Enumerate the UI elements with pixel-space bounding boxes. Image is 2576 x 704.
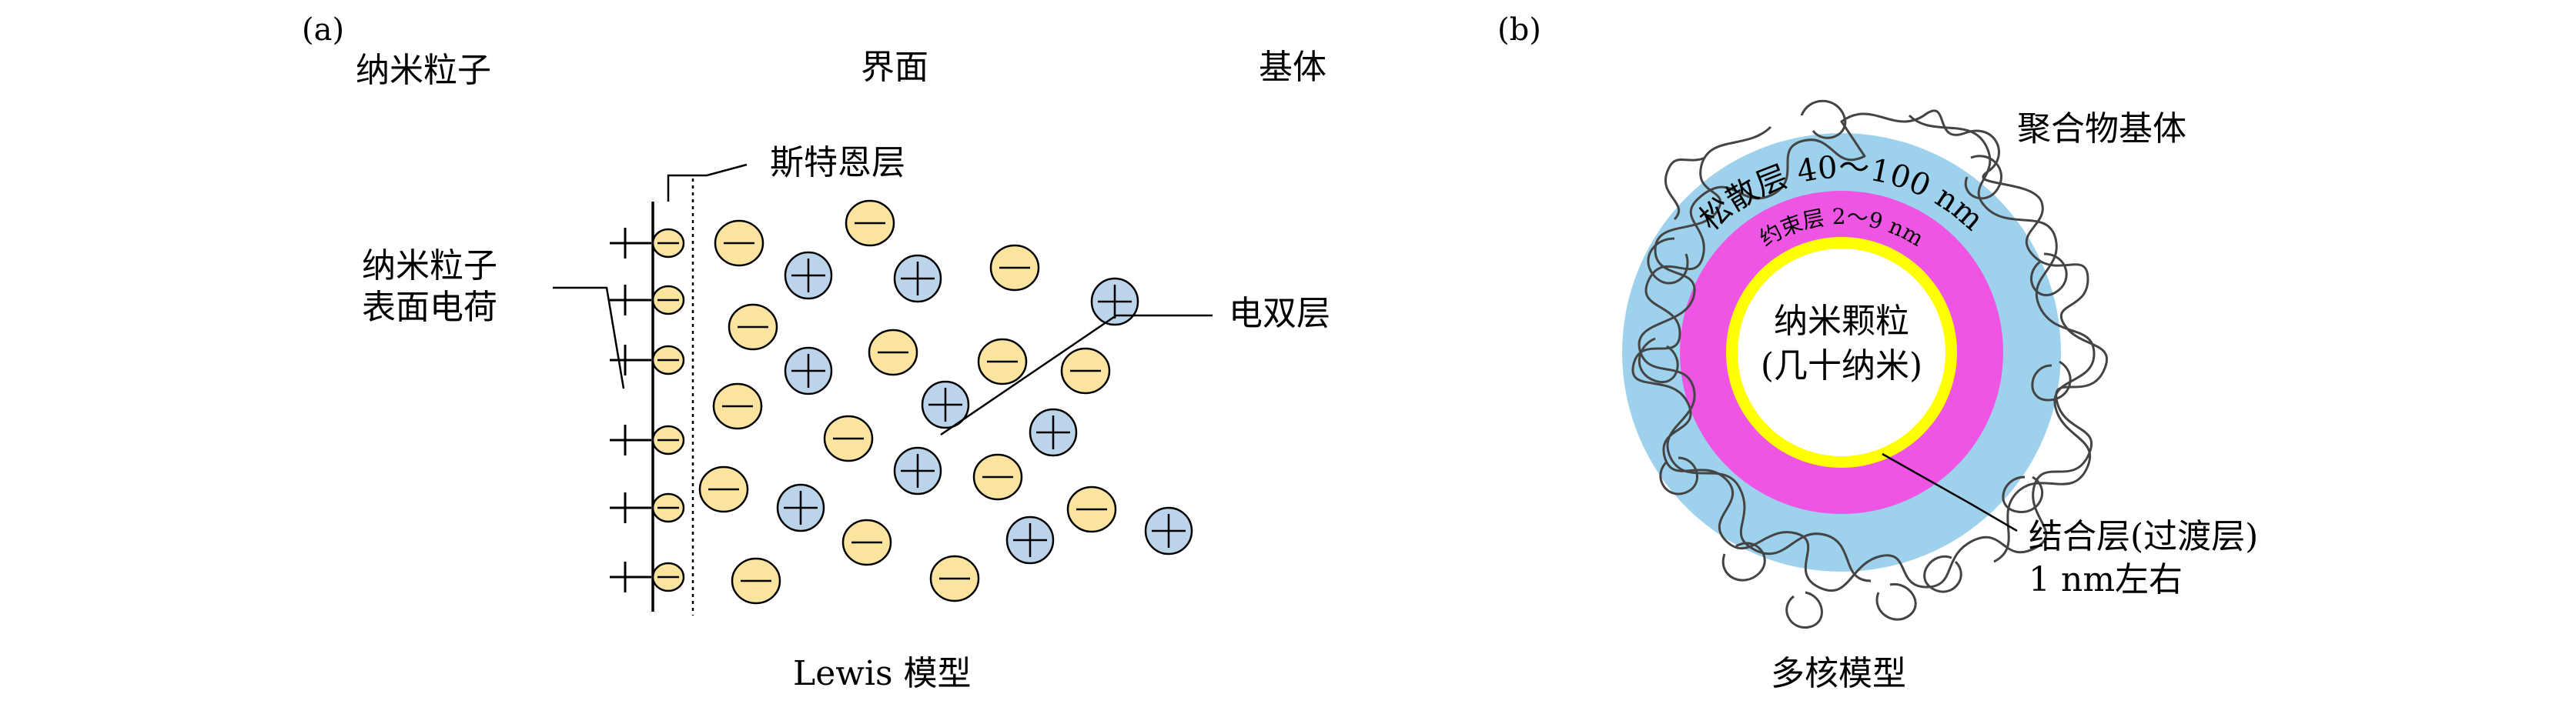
- column-label-matrix: 基体: [1259, 48, 1326, 87]
- surface-charge-plus: [610, 492, 651, 523]
- panel-b-multi-core-model: (b) 松散层 40～100 nm 约束层 2～9 nm 纳米颗粒 (几十纳米): [1497, 12, 2258, 693]
- panel-a-tag: (a): [302, 12, 344, 48]
- double-layer-label: 电双层: [1229, 294, 1330, 333]
- surface-charge-leader: [553, 286, 625, 389]
- stern-layer-label: 斯特恩层: [770, 143, 905, 182]
- surface-charge-plus: [610, 285, 651, 315]
- bonded-layer-label-line2: 1 nm左右: [2029, 560, 2183, 599]
- panel-b-tag: (b): [1497, 12, 1541, 48]
- core-label-line1: 纳米颗粒: [1774, 302, 1909, 341]
- column-label-nanoparticle: 纳米粒子: [356, 51, 491, 90]
- bonded-layer-leader: [1882, 452, 2018, 532]
- surface-charge-plus: [610, 228, 651, 259]
- bonded-layer-label-line1: 结合层(过渡层): [2029, 517, 2258, 556]
- surface-charge-plus: [610, 425, 651, 455]
- surface-charges: [610, 228, 651, 592]
- stern-layer-ions: [651, 228, 685, 592]
- diffuse-negative-ions: [698, 199, 1117, 605]
- double-layer-leader: [940, 314, 1213, 436]
- column-label-interface: 界面: [861, 48, 928, 87]
- panel-a-lewis-model: (a) 纳米粒子 界面 基体: [302, 12, 1330, 693]
- core-label-line2: (几十纳米): [1761, 346, 1922, 385]
- surface-charge-label-line2: 表面电荷: [362, 288, 497, 327]
- polymer-chains: [1631, 99, 2109, 629]
- surface-charge-label-line1: 纳米粒子: [362, 246, 497, 285]
- panel-b-caption: 多核模型: [1771, 654, 1906, 693]
- polymer-matrix-label: 聚合物基体: [2017, 109, 2186, 148]
- panel-a-caption: Lewis 模型: [793, 654, 972, 693]
- nanoparticle-core: [1738, 249, 1945, 456]
- diffuse-positive-ions: [776, 251, 1193, 565]
- stern-layer-leader: [667, 163, 748, 202]
- surface-charge-plus: [610, 345, 651, 375]
- surface-charge-plus: [610, 562, 651, 592]
